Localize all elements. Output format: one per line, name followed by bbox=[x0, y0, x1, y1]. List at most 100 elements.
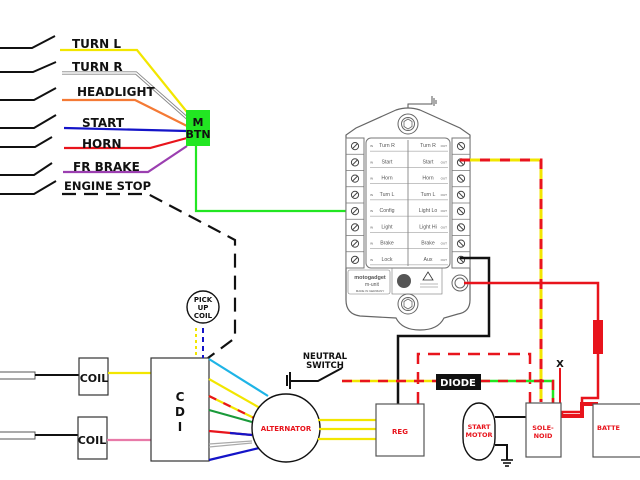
alternator-label: ALTERNATOR bbox=[261, 425, 312, 433]
m-unit-output-label: Turn L bbox=[421, 192, 436, 198]
switch-label: FR BRAKE bbox=[73, 160, 140, 174]
brand-name: motogadget bbox=[354, 275, 386, 281]
x-mark: X bbox=[556, 359, 564, 370]
neutral-switch: NEUTRAL SWITCH bbox=[286, 352, 348, 389]
wire-alternator-to-reg bbox=[318, 418, 376, 441]
m-unit-in-tag: IN bbox=[370, 258, 373, 262]
switch-label: START bbox=[82, 116, 125, 130]
wire-fr-brake bbox=[63, 145, 188, 174]
wire-diode-to-solenoid bbox=[480, 379, 555, 404]
switch-turn-l bbox=[0, 35, 56, 49]
terminal-screw-icon bbox=[350, 255, 360, 264]
m-unit-in-tag: IN bbox=[370, 177, 373, 181]
m-unit-in-tag: IN bbox=[370, 193, 373, 197]
switch-label: ENGINE STOP bbox=[64, 179, 151, 193]
m-unit-output-label: Light Hi bbox=[419, 224, 437, 230]
made-in: MADE IN GERMANY bbox=[356, 289, 385, 293]
m-unit-out-tag: OUT bbox=[441, 209, 448, 213]
m-unit-output-label: Aux bbox=[424, 257, 433, 263]
m-button-box bbox=[186, 110, 210, 146]
motor-ground-icon bbox=[501, 459, 513, 467]
wire-engine-stop bbox=[62, 192, 237, 359]
m-unit-input-label: Config bbox=[380, 208, 395, 214]
m-unit-input-label: Start bbox=[382, 159, 394, 165]
wire-solenoid-to-battery bbox=[560, 402, 598, 418]
switch-turn-r bbox=[0, 61, 57, 73]
m-unit-input-label: Light bbox=[381, 224, 393, 230]
solenoid-label-2: NOID bbox=[534, 432, 553, 440]
diode: DIODE bbox=[436, 374, 481, 390]
terminal-screw-icon bbox=[350, 190, 360, 199]
m-unit-out-tag: OUT bbox=[441, 242, 448, 246]
regulator: REG bbox=[375, 403, 425, 457]
terminal-screw-icon bbox=[456, 239, 466, 248]
m-button-label-1: M bbox=[193, 116, 204, 129]
ignition-coil-1: COIL bbox=[78, 357, 109, 396]
m-unit-out-tag: OUT bbox=[441, 258, 448, 262]
wire-turn-l bbox=[60, 48, 188, 113]
m-unit-input-label: Turn L bbox=[380, 192, 395, 198]
m-unit-input-label: Brake bbox=[380, 241, 394, 247]
handlebar-switches: TURN L TURN R HEADLIGHT START HORN FR BR… bbox=[0, 35, 237, 359]
ignition-coil-2: COIL bbox=[77, 416, 108, 460]
diode-label: DIODE bbox=[440, 378, 476, 389]
start-motor-label-1: START bbox=[468, 423, 491, 431]
wire-turn-r-inner bbox=[62, 72, 188, 119]
m-unit-out-tag: OUT bbox=[441, 225, 448, 229]
terminal-screw-icon bbox=[456, 223, 466, 232]
m-unit-input-label: Turn R bbox=[379, 143, 395, 149]
terminal-screw-icon bbox=[350, 158, 360, 167]
m-unit-input-label: Lock bbox=[382, 257, 393, 263]
pickup-coil: PICK UP COIL bbox=[186, 290, 220, 324]
wire-start bbox=[63, 126, 188, 133]
spark-plug-lead-1 bbox=[0, 371, 79, 380]
wire-motor-ground bbox=[495, 444, 508, 460]
m-unit-output-label: Start bbox=[423, 159, 435, 165]
cdi-label-i: I bbox=[178, 420, 182, 434]
cdi-label-d: D bbox=[175, 405, 185, 419]
m-unit-in-tag: IN bbox=[370, 209, 373, 213]
m-unit-output-label: Brake bbox=[421, 241, 435, 247]
terminal-screw-icon bbox=[350, 207, 360, 216]
pickup-coil-label-3: COIL bbox=[194, 312, 213, 320]
cdi-unit: C D I bbox=[150, 357, 210, 462]
terminal-screw-icon bbox=[456, 207, 466, 216]
m-unit-in-tag: IN bbox=[370, 225, 373, 229]
pickup-coil-label-1: PICK bbox=[194, 296, 213, 304]
wire-horn bbox=[64, 136, 188, 150]
led-indicator bbox=[397, 274, 411, 288]
m-unit-output-label: Turn R bbox=[420, 143, 436, 149]
m-unit-output-label: Light Lo bbox=[419, 208, 438, 214]
m-unit-output-label: Horn bbox=[422, 176, 433, 182]
m-unit-input-label: Horn bbox=[381, 176, 392, 182]
start-motor: START MOTOR bbox=[462, 402, 496, 461]
brand-area bbox=[347, 269, 391, 295]
m-unit-in-tag: IN bbox=[370, 242, 373, 246]
terminal-screw-icon bbox=[350, 239, 360, 248]
wire-power-to-battery bbox=[464, 281, 600, 416]
switch-label: TURN L bbox=[72, 37, 121, 51]
terminal-screw-icon bbox=[456, 174, 466, 183]
wire-m-button-to-config bbox=[194, 146, 348, 213]
neutral-switch-label-1: NEUTRAL bbox=[303, 352, 348, 362]
battery-label: BATTE bbox=[597, 424, 620, 432]
switch-horn bbox=[0, 136, 53, 148]
switch-label: HORN bbox=[82, 137, 122, 151]
reg-label: REG bbox=[392, 428, 408, 436]
pickup-coil-label-2: UP bbox=[198, 304, 209, 312]
alternator: ALTERNATOR bbox=[251, 393, 321, 463]
cdi-alternator-wires bbox=[208, 358, 269, 462]
coil-2-label: COIL bbox=[78, 434, 107, 447]
model-name: m-unit bbox=[365, 282, 380, 288]
m-button-label-2: BTN bbox=[185, 128, 210, 141]
solenoid-label-1: SOLE- bbox=[532, 424, 554, 432]
terminal-screw-icon bbox=[456, 142, 466, 151]
ground-icon bbox=[431, 96, 437, 106]
terminal-screw-icon bbox=[350, 142, 360, 151]
cdi-label-c: C bbox=[176, 390, 185, 404]
start-motor-label-2: MOTOR bbox=[466, 431, 493, 439]
m-unit-out-tag: OUT bbox=[441, 177, 448, 181]
switch-label: HEADLIGHT bbox=[77, 85, 155, 99]
